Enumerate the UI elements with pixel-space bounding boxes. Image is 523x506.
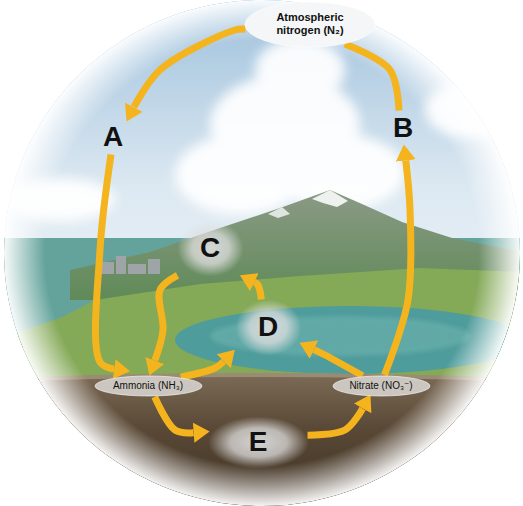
step-letter: B bbox=[389, 111, 418, 146]
ellipse-shape bbox=[333, 376, 430, 396]
node-label: Nitrate (NO₃⁻) bbox=[349, 380, 412, 392]
node-label: A bbox=[103, 122, 123, 153]
process-letter: D bbox=[236, 300, 301, 355]
process-letter: C bbox=[178, 221, 243, 276]
node-label: C bbox=[200, 233, 220, 264]
cycle-arrow bbox=[134, 29, 246, 107]
cycle-arrow bbox=[384, 160, 411, 375]
cycle-arrow bbox=[155, 397, 194, 433]
node-label: E bbox=[249, 427, 268, 458]
compound-ellipse: Ammonia (NH₃) bbox=[94, 375, 203, 397]
cycle-arrow bbox=[314, 350, 363, 376]
cycle-arrow bbox=[155, 275, 178, 360]
node-label: B bbox=[393, 113, 413, 144]
node-label: Atmospheric nitrogen (N₂) bbox=[268, 11, 352, 37]
process-letter: E bbox=[209, 417, 308, 468]
compound-ellipse: Nitrate (NO₃⁻) bbox=[332, 375, 431, 397]
ellipse-shape bbox=[245, 2, 375, 47]
step-letter: A bbox=[99, 120, 128, 155]
cycle-arrow bbox=[254, 282, 261, 299]
cycle-arrow bbox=[181, 361, 224, 377]
ellipse-shape bbox=[95, 376, 202, 396]
compound-ellipse: Atmospheric nitrogen (N₂) bbox=[244, 1, 376, 48]
node-label: D bbox=[258, 312, 278, 343]
cycle-arrow bbox=[308, 408, 363, 435]
node-label: Ammonia (NH₃) bbox=[113, 380, 183, 392]
vignette bbox=[4, 0, 520, 506]
cycle-arrow bbox=[95, 155, 114, 370]
cycle-arrow bbox=[345, 44, 399, 111]
